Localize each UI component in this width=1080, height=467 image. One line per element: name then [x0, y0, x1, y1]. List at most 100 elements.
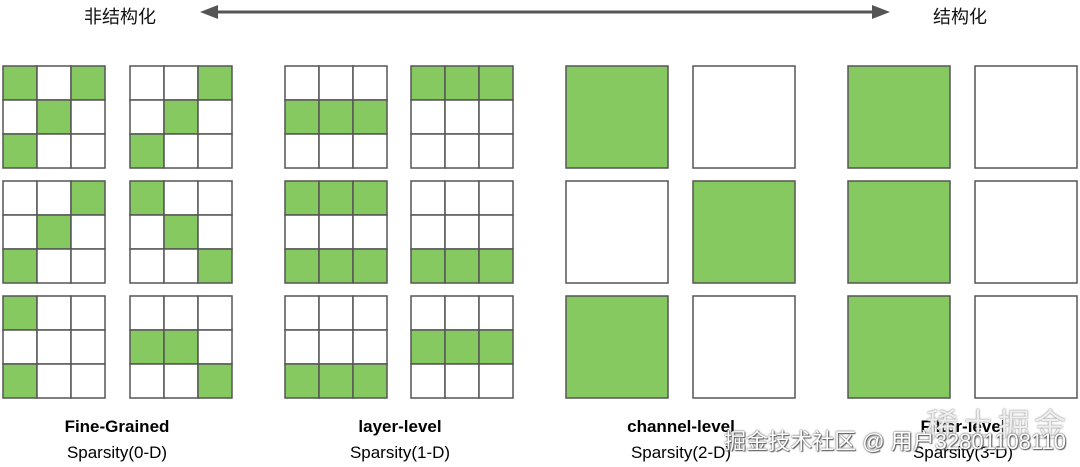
layer-level-subtitle: Sparsity(1-D) — [349, 443, 451, 462]
sparse-cell-empty — [318, 214, 354, 250]
sparse-cell-empty — [197, 214, 233, 250]
fine-grained-block — [129, 180, 233, 284]
sparse-cell-filled — [163, 99, 199, 135]
sparse-cell-filled — [129, 133, 165, 169]
sparse-cell-filled — [444, 248, 480, 284]
sparse-cell-filled — [478, 65, 514, 101]
sparse-cell-filled — [70, 65, 106, 101]
sparse-cell-filled — [478, 248, 514, 284]
sparse-cell-empty — [36, 65, 72, 101]
sparse-cell-filled — [2, 295, 38, 331]
sparse-cell-empty — [478, 214, 514, 250]
sparse-cell-filled — [36, 214, 72, 250]
fine-grained-block — [2, 65, 106, 169]
sparse-cell-empty — [478, 180, 514, 216]
channel-level-block-empty — [692, 295, 796, 399]
sparse-cell-filled — [318, 248, 354, 284]
sparse-cell-empty — [70, 295, 106, 331]
sparse-cell-filled — [197, 248, 233, 284]
fine-grained-title: Fine-Grained — [64, 417, 170, 436]
sparse-cell-filled — [352, 99, 388, 135]
structure-arrow — [200, 5, 890, 19]
sparse-cell-empty — [284, 295, 320, 331]
sparse-cell-empty — [70, 248, 106, 284]
filter-level-block-empty — [974, 180, 1078, 284]
sparse-cell-empty — [163, 295, 199, 331]
sparse-cell-empty — [2, 329, 38, 365]
filter-level-block-empty — [974, 65, 1078, 169]
sparsity-blocks — [2, 65, 1078, 399]
sparse-cell-filled — [352, 180, 388, 216]
channel-level-group — [565, 65, 796, 399]
sparse-cell-filled — [163, 329, 199, 365]
sparse-cell-filled — [318, 363, 354, 399]
sparse-cell-empty — [36, 180, 72, 216]
sparse-cell-filled — [2, 133, 38, 169]
sparse-cell-empty — [36, 295, 72, 331]
filter-level-title: Filter-level — [920, 417, 1006, 436]
sparse-cell-empty — [352, 214, 388, 250]
sparse-cell-empty — [318, 133, 354, 169]
sparse-cell-empty — [444, 180, 480, 216]
sparse-cell-empty — [129, 248, 165, 284]
sparse-cell-filled — [2, 363, 38, 399]
watermark-text: 掘金技术社区 @ 用户3280110811​0 — [724, 429, 1066, 454]
sparse-cell-empty — [352, 295, 388, 331]
sparse-cell-filled — [36, 99, 72, 135]
sparse-cell-empty — [36, 363, 72, 399]
fine-grained-block — [2, 295, 106, 399]
sparse-cell-filled — [163, 214, 199, 250]
sparse-cell-empty — [129, 99, 165, 135]
layer-level-block — [410, 65, 514, 169]
sparse-cell-filled — [284, 99, 320, 135]
sparse-cell-empty — [163, 248, 199, 284]
sparse-cell-empty — [478, 99, 514, 135]
sparse-cell-filled — [410, 248, 446, 284]
sparse-cell-empty — [444, 214, 480, 250]
sparse-cell-empty — [318, 329, 354, 365]
sparse-cell-empty — [410, 133, 446, 169]
sparse-cell-empty — [70, 363, 106, 399]
sparse-cell-empty — [129, 65, 165, 101]
layer-level-group — [284, 65, 514, 399]
sparse-cell-empty — [129, 363, 165, 399]
sparse-cell-filled — [352, 363, 388, 399]
sparse-cell-filled — [129, 329, 165, 365]
filter-level-group — [847, 65, 1078, 399]
sparse-cell-empty — [444, 363, 480, 399]
sparse-cell-empty — [444, 99, 480, 135]
sparse-cell-filled — [352, 248, 388, 284]
sparse-cell-empty — [284, 214, 320, 250]
sparse-cell-empty — [284, 133, 320, 169]
sparse-cell-empty — [318, 65, 354, 101]
sparse-cell-filled — [129, 180, 165, 216]
filter-level-block-filled — [847, 180, 951, 284]
sparse-cell-empty — [197, 329, 233, 365]
fine-grained-block — [129, 65, 233, 169]
layer-level-block — [284, 180, 388, 284]
sparse-cell-empty — [2, 99, 38, 135]
structured-label: 结构化 — [933, 7, 987, 27]
sparse-cell-filled — [444, 65, 480, 101]
layer-level-block — [410, 295, 514, 399]
sparse-cell-empty — [444, 133, 480, 169]
sparse-cell-empty — [410, 214, 446, 250]
sparse-cell-empty — [284, 329, 320, 365]
sparse-cell-empty — [2, 180, 38, 216]
fine-grained-group — [2, 65, 233, 399]
sparse-cell-filled — [197, 65, 233, 101]
sparse-cell-empty — [129, 295, 165, 331]
sparse-cell-filled — [284, 363, 320, 399]
sparse-cell-empty — [318, 295, 354, 331]
sparse-cell-filled — [410, 329, 446, 365]
layer-level-block — [284, 295, 388, 399]
sparse-cell-empty — [163, 65, 199, 101]
sparse-cell-empty — [163, 180, 199, 216]
sparse-cell-empty — [410, 295, 446, 331]
sparse-cell-empty — [129, 214, 165, 250]
sparse-cell-empty — [410, 363, 446, 399]
fine-grained-block — [129, 295, 233, 399]
sparse-cell-filled — [2, 65, 38, 101]
channel-level-block-empty — [565, 180, 669, 284]
